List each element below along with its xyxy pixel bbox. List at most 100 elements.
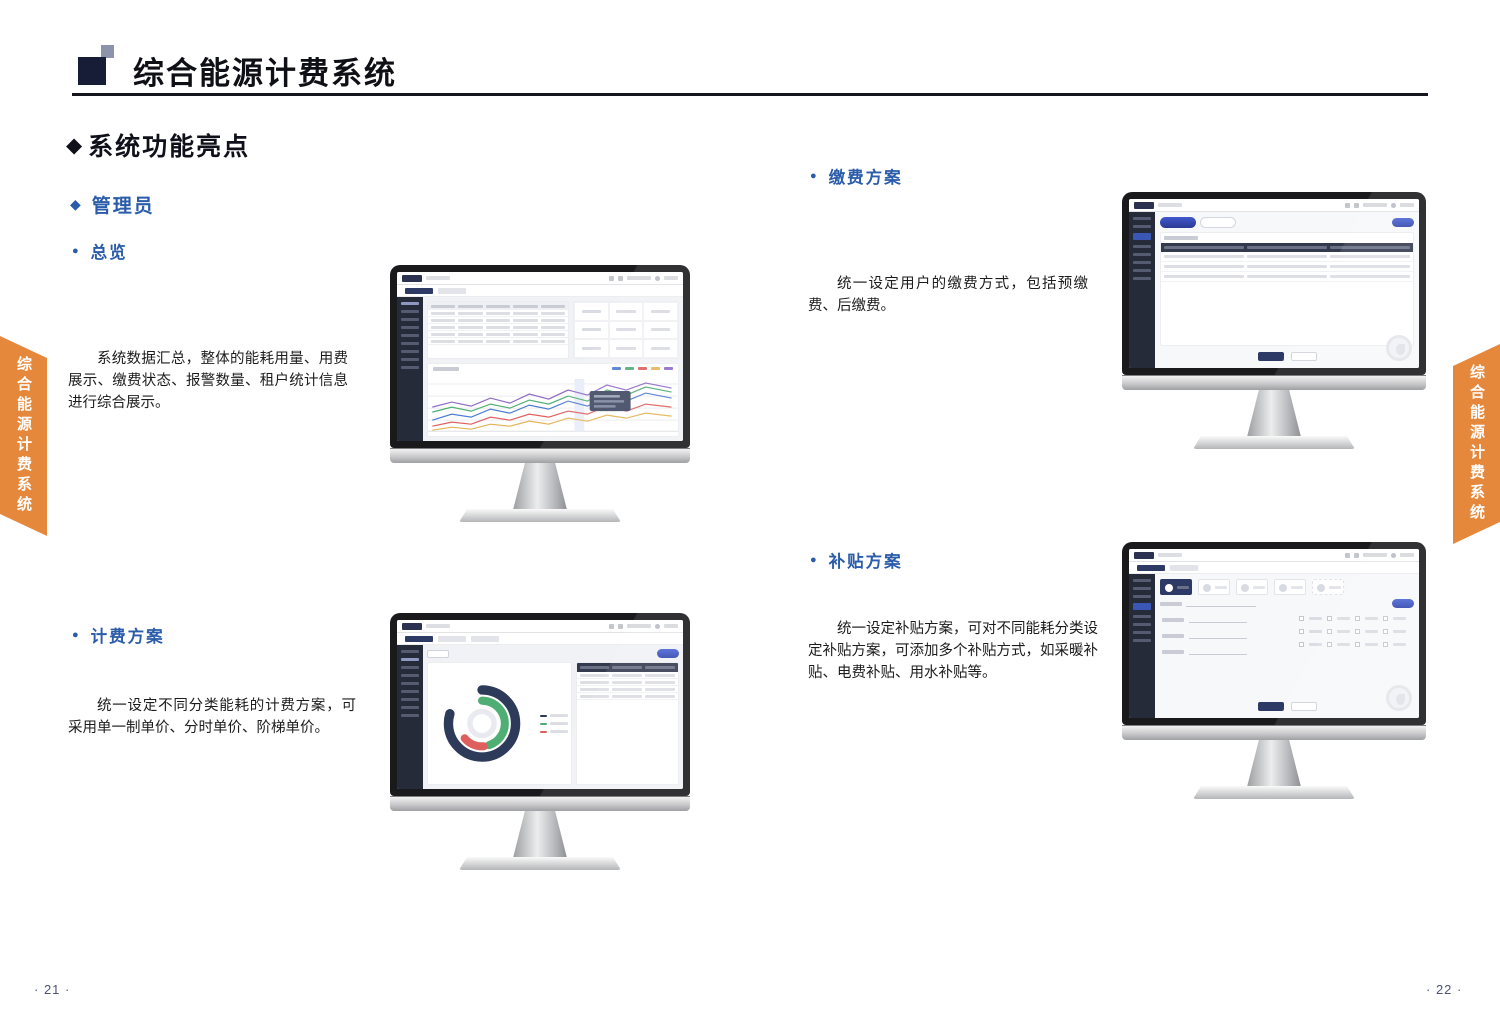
monitor-stand xyxy=(513,811,567,858)
mini-card-add xyxy=(1312,579,1344,595)
mini-donut-legend xyxy=(539,714,568,733)
feature-heading-label: 计费方案 xyxy=(90,628,165,646)
feature-paragraph-billing: 统一设定不同分类能耗的计费方案，可采用单一制单价、分时单价、阶梯单价。 xyxy=(68,698,356,736)
mini-search-row xyxy=(1160,599,1414,608)
mini-sidebar xyxy=(397,297,423,441)
monitor-chin xyxy=(390,796,690,811)
monitor-bezel xyxy=(1122,542,1426,725)
mini-main xyxy=(423,297,683,441)
bullet-icon: ● xyxy=(810,170,819,182)
mini-actions xyxy=(1160,350,1414,363)
donut-svg xyxy=(443,685,521,762)
feature-heading-payment: ● 缴费方案 xyxy=(810,164,903,188)
mini-add-button xyxy=(1392,218,1414,227)
bullet-icon: ● xyxy=(72,629,81,641)
mini-donut-chart xyxy=(427,662,572,785)
monitor-chin xyxy=(390,448,690,463)
monitor-base xyxy=(1193,436,1355,449)
mini-avatar xyxy=(1391,202,1396,208)
role-heading-label: 管理员 xyxy=(91,196,155,217)
mini-line-chart xyxy=(427,362,679,437)
section-heading-label: 系统功能亮点 xyxy=(88,133,251,161)
section-heading: ◆ 系统功能亮点 xyxy=(66,127,250,163)
mini-logo xyxy=(402,274,422,282)
mini-subsidy-type-cards xyxy=(1160,579,1414,595)
side-tab-left: 综合能源计费系统 xyxy=(0,336,47,536)
mini-confirm-button xyxy=(1257,352,1284,361)
mini-sidebar xyxy=(1129,212,1155,368)
diamond-icon: ◆ xyxy=(70,196,83,212)
mini-main xyxy=(1155,574,1419,718)
monitor-payment xyxy=(1122,192,1426,449)
feature-heading-label: 缴费方案 xyxy=(828,169,903,187)
watermark-logo xyxy=(1386,685,1412,711)
page-title: 综合能源计费系统 xyxy=(133,56,397,91)
feature-heading-billing: ● 计费方案 xyxy=(72,623,165,647)
role-heading-admin: ◆ 管理员 xyxy=(70,191,155,218)
mini-tab-bar xyxy=(397,633,683,645)
mini-summary-table xyxy=(575,662,679,785)
mini-cancel-button xyxy=(1290,352,1317,361)
mini-search-input xyxy=(1186,600,1256,607)
mini-export-button xyxy=(657,649,679,658)
page-number-left: · 21 · xyxy=(34,982,71,997)
screen-subsidy-plan xyxy=(1129,549,1419,718)
mini-main xyxy=(423,645,683,789)
mini-form xyxy=(1160,612,1293,696)
mini-confirm-button xyxy=(1257,702,1284,711)
mini-logo xyxy=(402,622,422,630)
monitor-base xyxy=(1193,786,1355,799)
monitor-subsidy xyxy=(1122,542,1426,799)
monitor-stand xyxy=(1247,390,1301,437)
mini-payment-table xyxy=(1160,232,1414,346)
mini-sidebar xyxy=(1129,574,1155,718)
mini-avatar xyxy=(1391,552,1396,558)
feature-paragraph-overview: 系统数据汇总，整体的能耗用量、用费展示、缴费状态、报警数量、租户统计信息进行综合… xyxy=(68,351,348,411)
page-number-right: · 22 · xyxy=(1426,982,1463,997)
bullet-icon: ● xyxy=(810,554,819,566)
mini-breadcrumb-bar xyxy=(397,285,683,297)
mini-prepaid-tab xyxy=(1160,217,1196,228)
mini-toolbar xyxy=(427,649,679,658)
side-tab-right: 综合能源计费系统 xyxy=(1453,344,1500,544)
monitor-stand xyxy=(513,463,567,510)
monitor-base xyxy=(459,509,621,522)
mini-filter-chip xyxy=(427,649,449,658)
monitor-chin xyxy=(1122,375,1426,390)
mini-card-active xyxy=(1160,579,1192,595)
mini-main xyxy=(1155,212,1419,368)
brand-squares-logo xyxy=(78,45,120,85)
monitor-bezel xyxy=(390,265,690,448)
bullet-icon: ● xyxy=(72,245,81,257)
mini-topbar xyxy=(397,620,683,633)
screen-billing-plan xyxy=(397,620,683,789)
logo-square-small xyxy=(101,45,114,58)
mini-actions xyxy=(1160,700,1414,713)
feature-heading-label: 总览 xyxy=(90,244,128,262)
mini-topbar xyxy=(1129,549,1419,562)
mini-avatar xyxy=(655,275,660,281)
monitor-stand xyxy=(1247,740,1301,787)
mini-avatar xyxy=(655,623,660,629)
side-tab-label: 综合能源计费系统 xyxy=(1468,364,1485,524)
mini-logo xyxy=(1134,201,1154,209)
mini-sidebar xyxy=(397,645,423,789)
mini-topbar xyxy=(397,272,683,285)
monitor-billing xyxy=(390,613,690,870)
logo-square-big xyxy=(78,57,106,85)
monitor-chin xyxy=(1122,725,1426,740)
side-tab-label: 综合能源计费系统 xyxy=(15,356,32,516)
feature-heading-label: 补贴方案 xyxy=(828,553,903,571)
mini-icon xyxy=(609,275,614,281)
mini-tab-bar xyxy=(1129,562,1419,574)
mini-cancel-button xyxy=(1290,702,1317,711)
monitor-bezel xyxy=(1122,192,1426,375)
feature-heading-subsidy: ● 补贴方案 xyxy=(810,548,903,572)
screen-overview-dashboard xyxy=(397,272,683,441)
mini-data-table xyxy=(427,301,570,359)
monitor-base xyxy=(459,857,621,870)
mini-logo xyxy=(1134,551,1154,559)
feature-heading-overview: ● 总览 xyxy=(72,239,128,263)
mini-stats-grid xyxy=(573,301,679,359)
